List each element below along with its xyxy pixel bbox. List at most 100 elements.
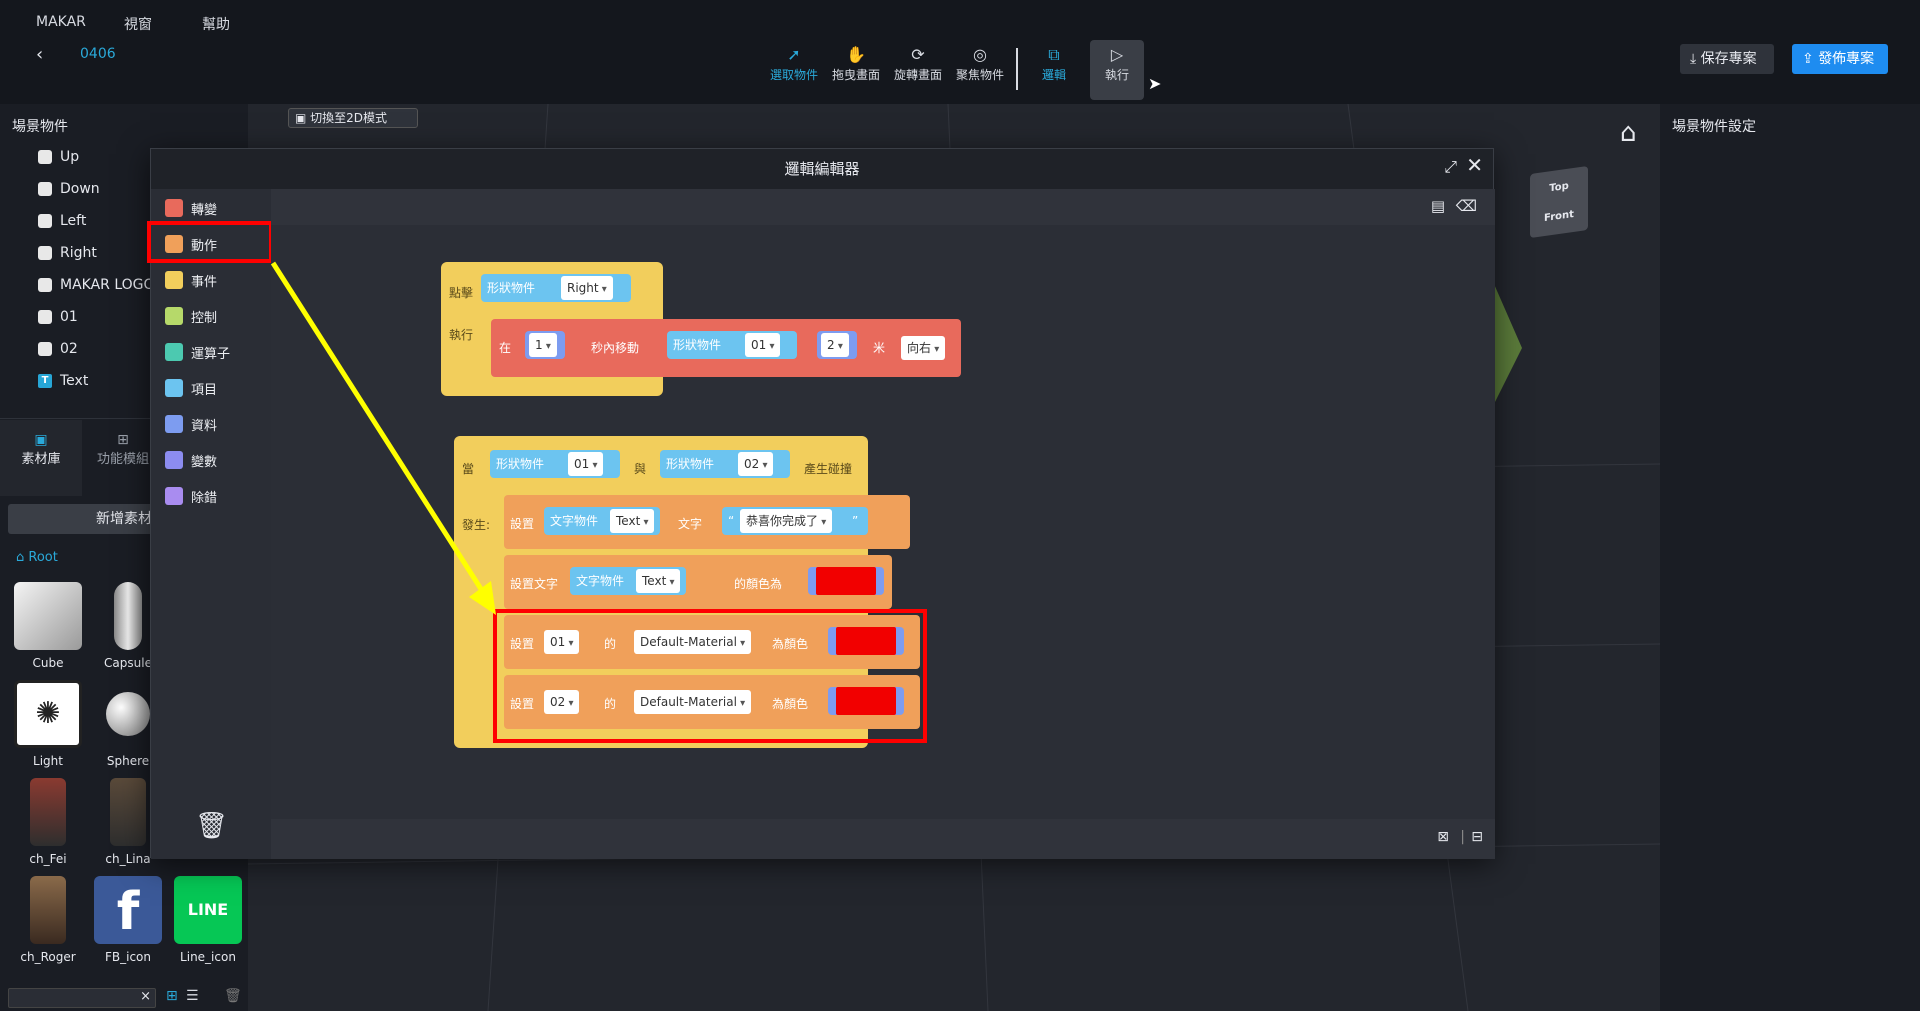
back-icon[interactable]: ‹ [36,44,44,65]
collision-object-a-select[interactable]: 01 [568,452,604,476]
asset-sphere[interactable]: Sphere [88,680,168,776]
maximize-icon[interactable]: ⤢ [1444,157,1457,176]
layout-icon[interactable]: ▤ [1430,197,1445,215]
text-object-select[interactable]: Text [610,509,655,533]
asset-ch-roger[interactable]: ch_Roger [8,876,88,972]
material-select-02[interactable]: Default-Material [634,690,752,714]
collision-object-b-select[interactable]: 02 [738,452,774,476]
string-chip[interactable]: “ 恭喜你完成了 ” [722,507,868,535]
shape-object-select[interactable]: Right [561,276,613,300]
run-button[interactable]: ▷ 執行 [1090,40,1144,100]
text-color-swatch[interactable] [816,567,876,595]
category-item[interactable]: 項目 [165,375,217,401]
text-color-chip[interactable] [808,567,884,595]
shape-object-chip[interactable]: 形狀物件 Right [481,274,631,302]
scene-item-makar-logo[interactable]: MAKAR LOGO [38,274,155,296]
material-color-swatch-02[interactable] [836,687,896,715]
distance-select[interactable]: 2 [821,333,849,357]
move-action-block[interactable]: 在 1 秒內移動 形狀物件 01 2 米 向右 [491,319,961,377]
message-input[interactable]: 恭喜你完成了 [740,509,833,533]
material-color-swatch-01[interactable] [836,627,896,655]
save-project-button[interactable]: ⤓ 保存專案 [1680,44,1774,74]
rotate-tool-button[interactable]: ⟳ 旋轉畫面 [886,44,950,100]
set-material-color-block-02[interactable]: 設置 02 的 Default-Material 為顏色 [504,675,920,729]
and-label: 與 [634,462,647,476]
scene-item-left[interactable]: Left [38,210,86,232]
tab-asset-library-label: 素材庫 [21,452,61,467]
collision-object-a-chip[interactable]: 形狀物件 01 [490,450,620,478]
cube-icon [38,246,52,260]
set-text-block[interactable]: 設置 文字物件 Text 文字 “ 恭喜你完成了 ” [504,495,910,549]
view-cube[interactable]: Top Front [1530,165,1588,239]
color-of-label: 的顏色為 [734,577,783,591]
list-view-icon[interactable]: ☰ [186,988,199,1004]
seconds-select[interactable]: 1 [529,333,557,357]
scene-item-down[interactable]: Down [38,178,100,200]
scene-item-01[interactable]: 01 [38,306,78,328]
material-select-01[interactable]: Default-Material [634,630,752,654]
collision-object-b-chip[interactable]: 形狀物件 02 [660,450,790,478]
scene-item-label: Text [60,373,89,389]
asset-label: Light [33,754,63,768]
code-view-icon[interactable]: ⊟ [1471,829,1483,845]
text-object-chip[interactable]: 文字物件 Text [544,507,660,535]
direction-select[interactable]: 向右 [901,336,946,360]
set-text-color-block[interactable]: 設置文字 文字物件 Text 的顏色為 [504,555,892,609]
trash-icon[interactable]: 🗑 [195,811,229,841]
focus-tool-button[interactable]: ◎ 聚焦物件 [948,44,1012,100]
category-transform[interactable]: 轉變 [165,195,217,221]
category-debug[interactable]: 除錯 [165,483,217,509]
category-operator[interactable]: 運算子 [165,339,230,365]
set-material-color-block-01[interactable]: 設置 01 的 Default-Material 為顏色 [504,615,920,669]
clear-search-icon[interactable]: × [140,989,151,1004]
close-icon[interactable]: ✕ [1466,153,1483,177]
toggle-2d-mode-button[interactable]: ▣ 切換至2D模式 [288,108,418,128]
menu-help[interactable]: 幫助 [202,17,230,33]
category-data[interactable]: 資料 [165,411,217,437]
publish-project-button[interactable]: ⇪ 發佈專案 [1792,44,1888,74]
material-color-chip-01[interactable] [828,627,904,655]
move-target-chip[interactable]: 形狀物件 01 [667,331,797,359]
cube-thumbnail [14,582,82,650]
asset-cube[interactable]: Cube [8,582,88,678]
asset-ch-lina[interactable]: ch_Lina [88,778,168,874]
select-tool-button[interactable]: ➚ 選取物件 [762,44,826,100]
category-variable[interactable]: 變數 [165,447,217,473]
modules-icon: ⊞ [117,432,129,448]
category-control[interactable]: 控制 [165,303,217,329]
grid-view-icon[interactable]: ⊞ [166,988,178,1004]
sphere-thumbnail [106,692,150,736]
asset-capsule[interactable]: Capsule [88,582,168,678]
scene-item-up[interactable]: Up [38,146,79,168]
eraser-icon[interactable]: ⌫ [1455,197,1477,215]
asset-ch-fei[interactable]: ch_Fei [8,778,88,874]
home-view-icon[interactable]: ⌂ [1620,118,1637,148]
root-breadcrumb[interactable]: ⌂ Root [16,550,58,565]
drag-tool-button[interactable]: ✋ 拖曳畫面 [824,44,888,100]
material-color-chip-02[interactable] [828,687,904,715]
reset-view-icon[interactable]: ⊠ [1437,829,1449,845]
logic-icon: ⧉ [1048,45,1060,64]
scene-item-02[interactable]: 02 [38,338,78,360]
tab-asset-library[interactable]: ▣ 素材庫 [0,420,82,496]
asset-light[interactable]: ✺Light [8,680,88,776]
menu-makar[interactable]: MAKAR [36,14,86,30]
delete-asset-icon[interactable]: 🗑 [224,988,242,1004]
tab-modules[interactable]: ⊞ 功能模組 [82,420,164,496]
logic-tool-button[interactable]: ⧉ 邏輯 [1022,44,1086,100]
text-object-2-select[interactable]: Text [636,569,681,593]
material-object-select-01[interactable]: 01 [544,630,580,654]
menu-view[interactable]: 視窗 [124,17,152,33]
distance-chip[interactable]: 2 [817,331,857,359]
seconds-chip[interactable]: 1 [525,331,565,359]
category-event[interactable]: 事件 [165,267,217,293]
text-object-2-chip[interactable]: 文字物件 Text [570,567,686,595]
asset-search-input[interactable]: × [8,988,156,1008]
material-object-select-02[interactable]: 02 [544,690,580,714]
move-target-select[interactable]: 01 [745,333,781,357]
category-action[interactable]: 動作 [165,231,217,257]
scene-item-right[interactable]: Right [38,242,97,264]
